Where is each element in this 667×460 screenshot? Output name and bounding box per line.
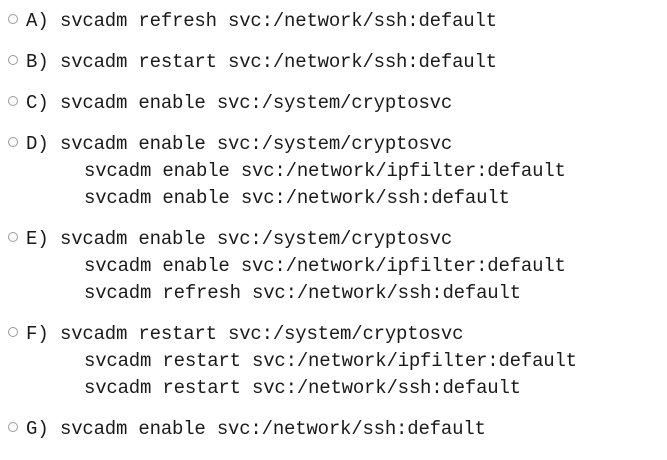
code-line: svcadm restart svc:/network/ssh:default bbox=[60, 51, 497, 73]
code-line: svcadm enable svc:/network/ssh:default bbox=[84, 187, 510, 209]
radio-button-d[interactable] bbox=[8, 137, 18, 147]
option-text-c: svcadm enable svc:/system/cryptosvc bbox=[60, 90, 667, 117]
radio-cell[interactable] bbox=[0, 226, 26, 242]
radio-button-c[interactable] bbox=[8, 96, 18, 106]
radio-button-g[interactable] bbox=[8, 422, 18, 432]
option-text-g: svcadm enable svc:/network/ssh:default bbox=[60, 416, 667, 443]
radio-cell[interactable] bbox=[0, 49, 26, 65]
code-line: svcadm restart svc:/network/ssh:default bbox=[84, 377, 521, 399]
option-row[interactable]: F) svcadm restart svc:/system/cryptosvc … bbox=[0, 321, 667, 402]
option-row[interactable]: C) svcadm enable svc:/system/cryptosvc bbox=[0, 90, 667, 117]
option-letter-d: D) bbox=[26, 133, 49, 155]
radio-cell[interactable] bbox=[0, 321, 26, 337]
option-row[interactable]: B) svcadm restart svc:/network/ssh:defau… bbox=[0, 49, 667, 76]
option-letter-b: B) bbox=[26, 51, 49, 73]
radio-button-f[interactable] bbox=[8, 327, 18, 337]
code-line: svcadm restart svc:/system/cryptosvc bbox=[60, 323, 464, 345]
radio-cell[interactable] bbox=[0, 416, 26, 432]
radio-button-a[interactable] bbox=[8, 14, 18, 24]
option-letter-a: A) bbox=[26, 10, 49, 32]
code-line: svcadm enable svc:/network/ipfilter:defa… bbox=[84, 160, 566, 182]
option-row[interactable]: D) svcadm enable svc:/system/cryptosvc s… bbox=[0, 131, 667, 212]
option-text-b: svcadm restart svc:/network/ssh:default bbox=[60, 49, 667, 76]
code-line: svcadm restart svc:/network/ipfilter:def… bbox=[84, 350, 577, 372]
code-line: svcadm enable svc:/system/cryptosvc bbox=[60, 228, 453, 250]
option-row[interactable]: A) svcadm refresh svc:/network/ssh:defau… bbox=[0, 8, 667, 35]
radio-cell[interactable] bbox=[0, 8, 26, 24]
radio-button-e[interactable] bbox=[8, 232, 18, 242]
code-line: svcadm enable svc:/system/cryptosvc bbox=[60, 92, 453, 114]
code-line: svcadm enable svc:/network/ipfilter:defa… bbox=[84, 255, 566, 277]
option-text-e: svcadm enable svc:/system/cryptosvc svca… bbox=[60, 226, 667, 307]
answer-options-list: A) svcadm refresh svc:/network/ssh:defau… bbox=[0, 8, 667, 443]
option-text-a: svcadm refresh svc:/network/ssh:default bbox=[60, 8, 667, 35]
radio-button-b[interactable] bbox=[8, 55, 18, 65]
code-line: svcadm enable svc:/system/cryptosvc bbox=[60, 133, 453, 155]
option-letter-f: F) bbox=[26, 323, 49, 345]
radio-cell[interactable] bbox=[0, 131, 26, 147]
option-row[interactable]: G) svcadm enable svc:/network/ssh:defaul… bbox=[0, 416, 667, 443]
option-row[interactable]: E) svcadm enable svc:/system/cryptosvc s… bbox=[0, 226, 667, 307]
option-letter-c: C) bbox=[26, 92, 49, 114]
option-letter-g: G) bbox=[26, 418, 49, 440]
code-line: svcadm refresh svc:/network/ssh:default bbox=[60, 10, 497, 32]
option-text-f: svcadm restart svc:/system/cryptosvc svc… bbox=[60, 321, 667, 402]
code-line: svcadm enable svc:/network/ssh:default bbox=[60, 418, 486, 440]
option-letter-e: E) bbox=[26, 228, 49, 250]
code-line: svcadm refresh svc:/network/ssh:default bbox=[84, 282, 521, 304]
radio-cell[interactable] bbox=[0, 90, 26, 106]
option-text-d: svcadm enable svc:/system/cryptosvc svca… bbox=[60, 131, 667, 212]
